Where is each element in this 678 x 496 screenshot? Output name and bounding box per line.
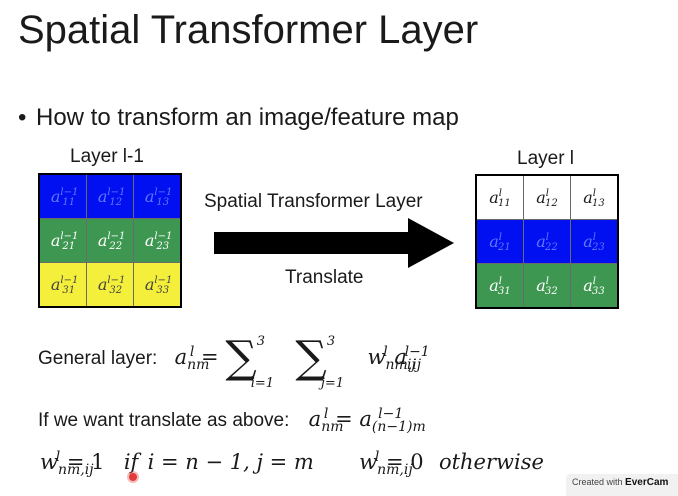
right-cell-32: al32: [523, 263, 571, 309]
left-cell-31: al−131: [38, 262, 87, 308]
left-grid-label: Layer l-1: [70, 146, 144, 167]
right-grid-row-2: al21 al22 al23: [475, 219, 619, 264]
condition-if: if: [123, 450, 139, 474]
translate-label: If we want translate as above:: [38, 410, 290, 431]
left-cell-23: al−123: [133, 218, 182, 263]
right-cell-13: al13: [570, 174, 619, 220]
watermark-prefix: Created with: [572, 477, 623, 487]
right-cell-11: al11: [475, 174, 524, 220]
left-feature-grid: al−111 al−112 al−113 al−121 al−122 al−12…: [38, 173, 182, 308]
left-grid-row-3: al−131 al−132 al−133: [38, 262, 182, 308]
translate-equation: If we want translate as above: anml = a(…: [38, 406, 426, 436]
right-cell-31: al31: [475, 263, 524, 309]
left-cell-22: al−122: [86, 218, 134, 263]
left-grid-row-1: al−111 al−112 al−113: [38, 173, 182, 219]
right-cell-22: al22: [523, 219, 571, 264]
right-feature-grid: al11 al12 al13 al21 al22 al23 al31 al32 …: [475, 174, 619, 309]
left-cell-21: al−121: [38, 218, 87, 263]
right-arrow-icon: [214, 218, 454, 268]
weight-zero-formula: wnm,ijl = 0: [359, 449, 424, 479]
bullet-text: How to transform an image/feature map: [36, 104, 459, 131]
condition-otherwise: otherwise: [438, 450, 544, 474]
left-cell-33: al−133: [133, 262, 182, 308]
arrow-top-label: Spatial Transformer Layer: [204, 191, 423, 212]
right-cell-23: al23: [570, 219, 619, 264]
slide-title: Spatial Transformer Layer: [18, 8, 479, 52]
translate-formula: anml = a(n−1)ml−1: [308, 406, 426, 436]
arrow-bottom-label: Translate: [285, 267, 364, 288]
right-cell-12: al12: [523, 174, 571, 220]
bullet-dot-icon: •: [18, 104, 27, 131]
left-grid-row-2: al−121 al−122 al−123: [38, 218, 182, 263]
condition-formula: i = n − 1, j = m: [147, 450, 314, 474]
left-cell-13: al−113: [133, 173, 182, 219]
watermark: Created with EverCam: [566, 474, 678, 496]
left-cell-11: al−111: [38, 173, 87, 219]
watermark-brand: EverCam: [625, 477, 669, 488]
left-cell-12: al−112: [86, 173, 134, 219]
weight-condition-equation: wnm,ijl = 1 if i = n − 1, j = m wnm,ijl …: [40, 449, 544, 478]
bullet-item: • How to transform an image/feature map: [18, 104, 459, 132]
right-cell-33: al33: [570, 263, 619, 309]
right-cell-21: al21: [475, 219, 524, 264]
general-layer-label: General layer:: [38, 348, 158, 369]
left-cell-32: al−132: [86, 262, 134, 308]
right-grid-label: Layer l: [517, 148, 575, 169]
weight-one-formula: wnm,ijl = 1: [40, 449, 105, 479]
right-grid-row-1: al11 al12 al13: [475, 174, 619, 220]
right-grid-row-3: al31 al32 al33: [475, 263, 619, 309]
cursor-pointer-icon: [129, 473, 137, 481]
